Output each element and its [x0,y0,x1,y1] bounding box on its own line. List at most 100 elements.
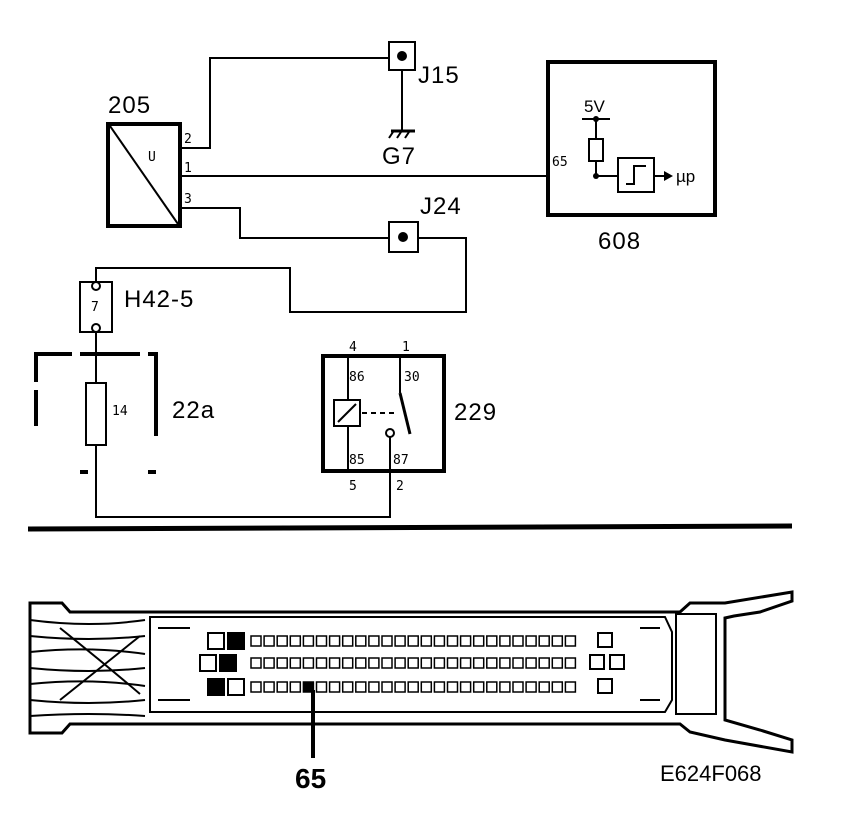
signal-pin [355,635,367,647]
signal-pin [381,635,393,647]
signal-pin [512,657,524,669]
signal-pin [407,657,419,669]
signal-pin [355,657,367,669]
power-pin [227,678,245,696]
signal-pin [394,681,406,693]
wire-j24-h42 [95,237,467,313]
relay-coil-slash [337,403,357,423]
relay-terminal-87: 87 [393,453,409,468]
sensor-diagonal [109,125,179,225]
relay-pin-5: 5 [349,479,357,494]
power-pin [597,632,613,648]
relay-pin-1: 1 [402,340,410,355]
signal-pin [276,681,288,693]
signal-pin [315,635,328,647]
signal-pin [355,681,367,693]
relay-pin-4: 4 [349,340,357,355]
arrow-right-icon [664,171,673,181]
sensor-label: 205 [108,92,151,119]
component-229: 4 1 5 2 86 30 85 87 229 [321,340,497,494]
signal-pin [472,681,485,693]
signal-pin [289,681,302,693]
signal-pin [512,635,524,647]
pin-65-callout: 65 [295,690,326,794]
signal-pin [381,657,393,669]
signal-pin [538,657,550,669]
signal-pin [499,657,511,669]
signal-pin [315,657,328,669]
signal-pin [250,681,262,693]
j15-dot [397,51,407,61]
signal-pin [499,681,511,693]
wire-205-pin3-j24 [180,207,390,239]
component-608: 5V 65 µp 608 [546,60,717,255]
power-pin [589,654,605,670]
signal-pin [551,657,564,669]
signal-pin [368,681,380,693]
fuse-number: 14 [112,404,128,419]
power-pin [219,654,237,672]
power-pin [227,632,245,650]
signal-pin [341,635,354,647]
relay-terminal-85: 85 [349,453,365,468]
sensor-symbol: U [148,150,156,165]
signal-pin [538,635,550,647]
ecu-pullup-resistor [588,138,604,162]
signal-pin [446,657,459,669]
section-divider [27,523,793,532]
signal-pin [328,657,341,669]
signal-pin [394,635,406,647]
h42-pin: 7 [91,300,99,315]
signal-pin [499,635,511,647]
power-pin [207,632,225,650]
ecu-pin-label: 65 [552,155,568,170]
signal-pin [551,681,564,693]
signal-pin [315,681,328,693]
signal-pin [341,681,354,693]
signal-pin [446,681,459,693]
signal-pin [486,681,498,693]
sensor-pin-1: 1 [184,161,192,176]
signal-pin-rows [250,635,577,693]
j24-label: J24 [420,193,462,220]
signal-pin [472,657,485,669]
wire-harness [29,619,146,717]
relay-contact-87 [385,428,395,438]
power-pin [199,654,217,672]
signal-pin [472,635,485,647]
power-pin [207,678,225,696]
connector-latch [675,613,717,715]
signal-pin [407,681,419,693]
connector-h42-5: 7 H42-5 [79,281,194,333]
signal-pin [289,635,302,647]
wire-fuse-relay87 [95,445,391,518]
signal-pin [328,635,341,647]
sensor-pin-2: 2 [184,132,192,147]
relay-switch-icon [398,392,412,435]
signal-pin [263,635,275,647]
ground-hatch [404,131,410,139]
ground-hatch [396,131,402,139]
h42-terminal-top [91,281,101,291]
signal-pin [433,681,446,693]
h42-label: H42-5 [124,286,194,313]
signal-pin [525,635,537,647]
signal-pin [420,635,433,647]
signal-pin [420,681,433,693]
signal-pin [512,681,524,693]
connector-j15: J15 [388,41,459,89]
relay-label: 229 [454,399,497,426]
signal-pin [302,635,315,647]
signal-pin [250,635,262,647]
signal-pin [486,635,498,647]
signal-pin [276,657,288,669]
relay-terminal-30: 30 [404,370,420,385]
signal-pin [289,657,302,669]
figure-reference: E624F068 [660,761,762,786]
signal-pin [525,657,537,669]
signal-pin [525,681,537,693]
signal-pin [564,657,577,669]
signal-pin [459,657,472,669]
wire-205-pin2-j15 [180,57,390,149]
